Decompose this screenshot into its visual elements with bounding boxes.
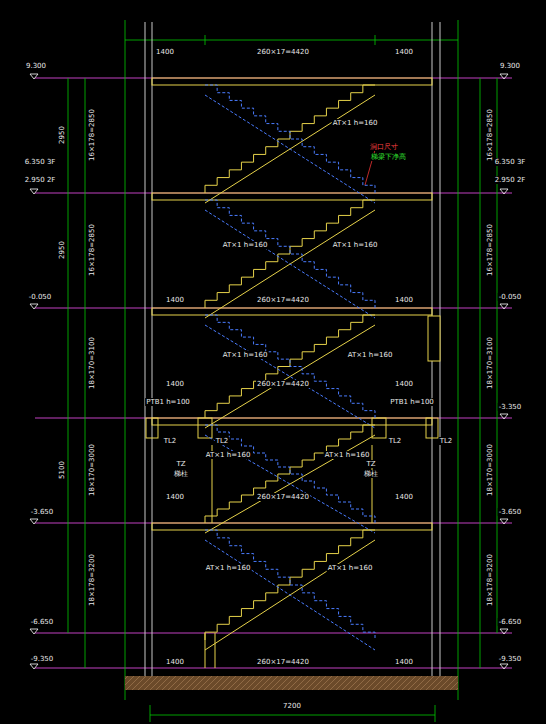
drawing-label: 1400 xyxy=(394,48,414,56)
drawing-label: 1400 xyxy=(155,48,175,56)
drawing-label: -3.650 xyxy=(30,508,55,516)
drawing-label: AT×1 h=160 xyxy=(222,351,269,359)
drawing-label: 1400 xyxy=(394,493,414,501)
drawing-label: 260×17=4420 xyxy=(256,493,310,501)
stair-flight xyxy=(205,425,375,523)
drawing-label: -0.050 xyxy=(28,293,53,301)
drawing-label: 2.950 2F xyxy=(494,176,527,184)
stair-flight xyxy=(205,95,375,203)
stair-flight xyxy=(205,435,375,533)
drawing-label: PTB1 h=100 xyxy=(145,398,191,406)
stair-flight xyxy=(205,530,375,640)
dimension-text: 2950 xyxy=(58,125,66,145)
drawing-label: 1400 xyxy=(394,380,414,388)
dimension-text: 18×178=3200 xyxy=(88,553,96,607)
drawing-label: AT×1 h=160 xyxy=(332,119,379,127)
dimension-text: 18×170=3000 xyxy=(486,443,494,497)
drawing-label: 6.350 3F xyxy=(24,158,57,166)
drawing-label: 260×17=4420 xyxy=(256,48,310,56)
drawing-label: 260×17=4420 xyxy=(256,296,310,304)
drawing-label: 梯梁下净高 xyxy=(370,153,407,161)
drawing-label: TZ xyxy=(175,460,186,468)
stair-flight xyxy=(205,85,375,193)
stair-flight xyxy=(205,325,375,428)
drawing-label: 梯柱 xyxy=(173,470,189,478)
drawing-label: 洞口尺寸 xyxy=(369,143,399,151)
drawing-label: 1400 xyxy=(165,493,185,501)
level-markers xyxy=(30,74,508,669)
stair-flight xyxy=(205,210,375,318)
stair-flights xyxy=(205,85,375,650)
drawing-label: TL2 xyxy=(439,437,454,445)
drawing-label: TZ xyxy=(365,460,376,468)
drawing-label: 2.950 2F xyxy=(24,176,57,184)
drawing-label: AT×1 h=160 xyxy=(324,451,371,459)
drawing-label: TL2 xyxy=(215,437,230,445)
stair-flight xyxy=(205,200,375,308)
drawing-label: 1400 xyxy=(394,658,414,666)
dimension-text: 18×178=3200 xyxy=(486,553,494,607)
dimension-text: 16×178=2850 xyxy=(88,223,96,277)
stair-flight xyxy=(205,200,375,308)
dimension-text: 16×178=2850 xyxy=(88,108,96,162)
drawing-label: 6.350 3F xyxy=(494,158,527,166)
drawing-label: -9.350 xyxy=(30,655,55,663)
stair-flight xyxy=(205,540,375,650)
drawing-label: 1400 xyxy=(165,380,185,388)
drawing-label: -3.650 xyxy=(498,508,523,516)
walls xyxy=(145,22,440,676)
dimension-text: 2950 xyxy=(58,240,66,260)
dimension-text: 16×178=2850 xyxy=(486,108,494,162)
dimension-text: 5100 xyxy=(58,460,66,480)
stair-flight xyxy=(205,540,375,650)
drawing-label: -6.650 xyxy=(498,618,523,626)
stair-flight xyxy=(205,315,375,418)
slabs xyxy=(146,78,438,668)
drawing-label: AT×1 h=160 xyxy=(205,564,252,572)
drawing-label: AT×1 h=160 xyxy=(327,564,374,572)
dimension-text: 18×170=3100 xyxy=(88,336,96,390)
stair-flight xyxy=(205,315,375,418)
drawing-label: 7200 xyxy=(282,702,302,710)
drawing-label: AT×1 h=160 xyxy=(332,241,379,249)
stair-flight xyxy=(205,435,375,533)
stair-flight xyxy=(205,210,375,318)
stair-flight xyxy=(205,85,375,193)
stair-flight xyxy=(205,95,375,203)
drawing-label: 260×17=4420 xyxy=(256,658,310,666)
drawing-label: AT×1 h=160 xyxy=(222,241,269,249)
drawing-label: 梯柱 xyxy=(363,470,379,478)
drawing-label: AT×1 h=160 xyxy=(347,351,394,359)
dimension-lines xyxy=(68,20,497,722)
drawing-label: 1400 xyxy=(165,296,185,304)
drawing-label: AT×1 h=160 xyxy=(205,451,252,459)
dimension-text: 18×170=3000 xyxy=(88,443,96,497)
drawing-label: 1400 xyxy=(165,658,185,666)
drawing-label: PTB1 h=100 xyxy=(389,398,435,406)
drawing-label: -0.050 xyxy=(498,293,523,301)
drawing-label: -6.650 xyxy=(30,618,55,626)
drawing-label: TL2 xyxy=(163,437,178,445)
drawing-label: -9.350 xyxy=(498,655,523,663)
stair-flight xyxy=(205,530,375,640)
drawing-label: 9.300 xyxy=(499,62,521,70)
foundation xyxy=(125,676,458,690)
dimension-text: 18×170=3100 xyxy=(486,336,494,390)
drawing-label: TL2 xyxy=(388,437,403,445)
drawing-label: -3.350 xyxy=(498,403,523,411)
drawing-label: 9.300 xyxy=(25,62,47,70)
drawing-label: 260×17=4420 xyxy=(256,380,310,388)
stair-flight xyxy=(205,425,375,523)
stair-flight xyxy=(205,325,375,428)
dimension-text: 16×178=2850 xyxy=(486,223,494,277)
drawing-label: 1400 xyxy=(394,296,414,304)
